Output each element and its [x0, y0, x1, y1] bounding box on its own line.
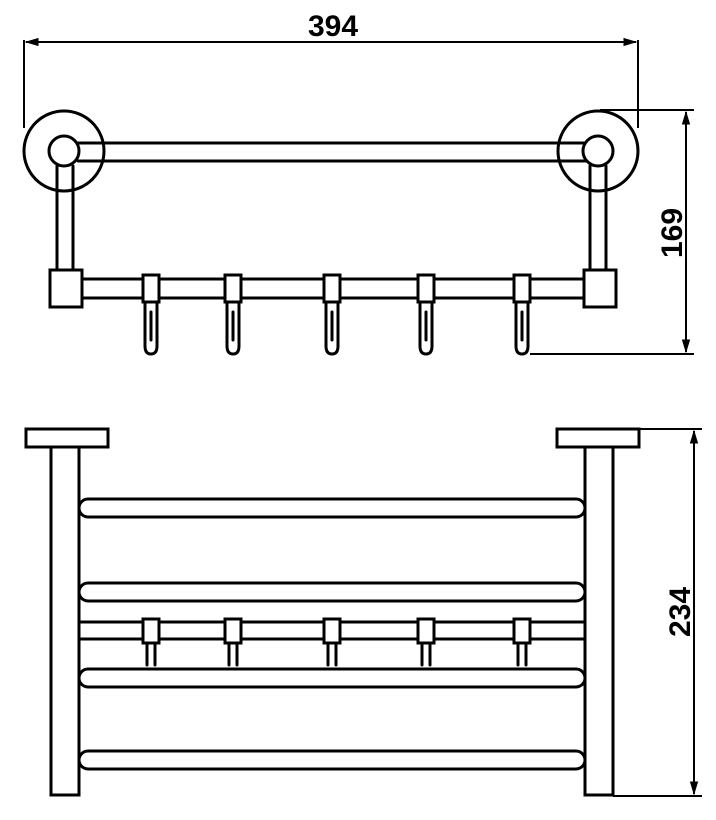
hook-2 [223, 273, 243, 356]
left-wall-rosette [22, 109, 106, 193]
hook-5 [512, 273, 532, 356]
right-side-support [583, 445, 615, 797]
hook-1 [141, 273, 161, 356]
front-hooks [141, 617, 532, 667]
top-view: 394 [22, 10, 694, 356]
rail-3 [77, 667, 587, 689]
height-top-label: 169 [656, 208, 689, 258]
height-top-dimension: 169 [530, 109, 694, 355]
front-view: 234 [24, 427, 702, 797]
left-post [55, 164, 75, 272]
front-hook-4 [416, 617, 436, 667]
width-label: 394 [308, 10, 358, 43]
height-front-dimension: 234 [613, 428, 702, 797]
front-hook-1 [141, 617, 161, 667]
front-hook-5 [512, 617, 532, 667]
left-rail-end-cap [47, 134, 81, 168]
right-mounting-plate [555, 427, 641, 449]
front-hook-3 [322, 617, 342, 667]
width-dimension: 394 [23, 10, 639, 128]
right-hook-bar-block [582, 268, 618, 309]
top-hooks [141, 273, 532, 356]
rail-1 [77, 497, 587, 519]
left-side-support [49, 445, 81, 797]
height-front-label: 234 [664, 587, 697, 637]
right-rail-end-cap [581, 134, 615, 168]
hook-3 [322, 273, 342, 356]
left-mounting-plate [24, 427, 110, 449]
rail-2 [77, 581, 587, 603]
right-post [588, 164, 608, 272]
left-hook-bar-block [48, 268, 84, 309]
right-wall-rosette [556, 109, 640, 193]
rail-4 [77, 749, 587, 771]
front-rails [77, 497, 587, 771]
front-hook-2 [223, 617, 243, 667]
top-rail [76, 141, 588, 163]
hook-4 [416, 273, 436, 356]
